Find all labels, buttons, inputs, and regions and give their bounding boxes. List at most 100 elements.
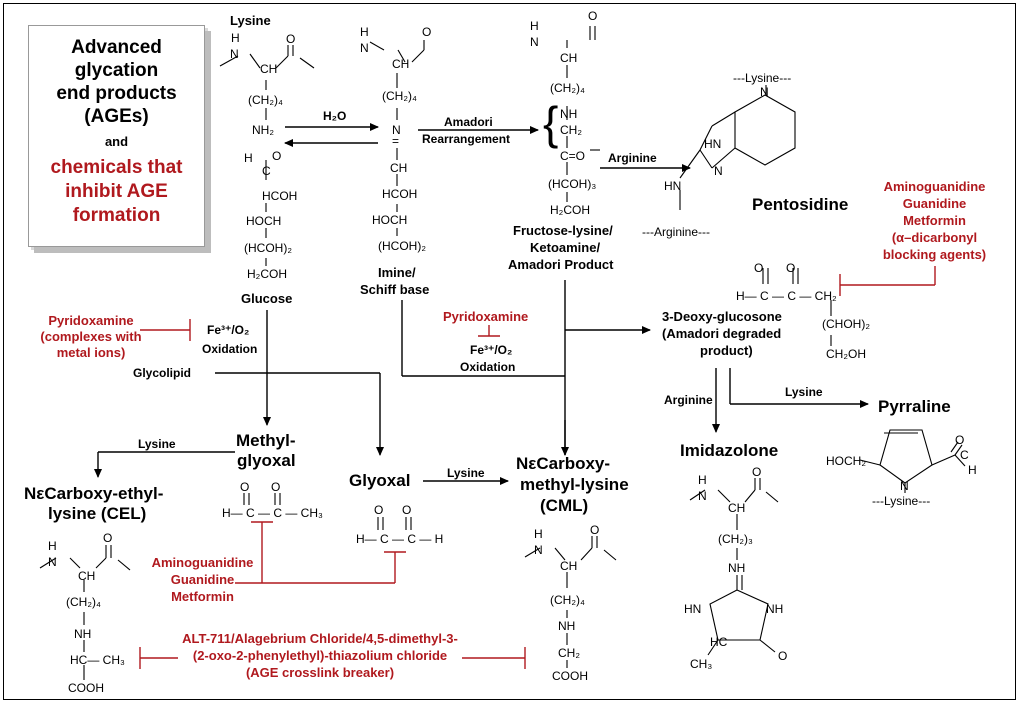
atom: CH xyxy=(560,559,578,573)
title-line-red: inhibit AGE xyxy=(65,181,168,202)
atom: H₂COH xyxy=(550,203,590,217)
alt711-label-2: (2-oxo-2-phenylethyl)-thiazolium chlorid… xyxy=(192,648,448,663)
atom: ---Arginine--- xyxy=(642,225,711,239)
atom: COOH xyxy=(68,681,104,695)
cel-label: NεCarboxy-ethyl- xyxy=(24,484,164,503)
atom: O xyxy=(786,261,796,275)
atom: (CHOH)₂ xyxy=(822,317,870,331)
atom: N xyxy=(900,479,909,493)
atom: HCOH xyxy=(382,187,418,201)
schiff-base-label: Schiff base xyxy=(360,282,430,297)
atom: CH xyxy=(728,501,746,515)
atom: (CH₂)₄ xyxy=(248,93,283,107)
lysine-reagent-label: Lysine xyxy=(785,385,823,399)
arginine-label: Arginine xyxy=(664,393,713,407)
atom: NH xyxy=(728,561,746,575)
pyridoxamine-note-2: metal ions) xyxy=(56,345,126,360)
atom: (CH₂)₄ xyxy=(382,89,417,103)
guanidine-label: Guanidine xyxy=(170,572,235,587)
cml-label-2: methyl-lysine xyxy=(520,475,629,494)
atom: NH xyxy=(558,619,576,633)
atom: HOCH xyxy=(372,213,408,227)
atom: (HCOH)₃ xyxy=(548,177,597,191)
atom: (CH₂)₄ xyxy=(66,595,101,609)
atom: (CH₂)₃ xyxy=(718,532,753,546)
atom: O xyxy=(590,523,600,537)
methylglyoxal-label: Methyl- xyxy=(236,431,296,450)
fe-o2-label: Fe³⁺/O₂ xyxy=(470,343,513,357)
lysine-label: Lysine xyxy=(230,13,271,28)
fe-o2-label: Fe³⁺/O₂ xyxy=(207,323,250,337)
atom: N xyxy=(230,47,239,61)
cml-label-3: (CML) xyxy=(540,496,589,515)
glyoxal-label: Glyoxal xyxy=(349,471,411,490)
atom: ---Lysine--- xyxy=(733,71,792,85)
amadori-product-label: Amadori Product xyxy=(508,257,614,272)
atom: N xyxy=(534,543,543,557)
rearrangement-label: Rearrangement xyxy=(422,132,511,146)
title-line: Advanced xyxy=(71,37,162,58)
alt711-label: ALT-711/Alagebrium Chloride/4,5-dimethyl… xyxy=(182,631,458,646)
atom: NH xyxy=(74,627,92,641)
atom: H xyxy=(534,527,543,541)
lysine-reagent-label: Lysine xyxy=(138,437,176,451)
title-box: Advanced glycation end products (AGEs) a… xyxy=(28,25,205,247)
pentosidine-label: Pentosidine xyxy=(752,195,849,214)
atom: NH xyxy=(766,602,784,616)
atom: CH₂ xyxy=(560,123,582,137)
atom: H xyxy=(968,463,977,477)
atom: N xyxy=(530,35,539,49)
atom: CH₂OH xyxy=(826,347,866,361)
atom: HN xyxy=(664,179,682,193)
atom: CH xyxy=(392,57,410,71)
dicarbonyl-blocking-note-2: blocking agents) xyxy=(882,247,987,262)
atom: H— C — C — CH₃ xyxy=(222,506,323,520)
crosslink-breaker-note: (AGE crosslink breaker) xyxy=(245,665,395,680)
atom: CH xyxy=(78,569,96,583)
pyrraline-label: Pyrraline xyxy=(878,397,951,416)
atom: HN xyxy=(684,602,702,616)
atom: HC— CH₃ xyxy=(70,653,125,667)
atom: NH xyxy=(560,107,578,121)
imidazolone-label: Imidazolone xyxy=(680,441,779,460)
brace: { xyxy=(543,97,559,149)
atom: H xyxy=(530,19,539,33)
atom: O xyxy=(752,465,762,479)
atom: H xyxy=(360,25,369,39)
atom: = xyxy=(392,134,400,148)
atom: O xyxy=(271,480,281,494)
atom: HN xyxy=(704,137,722,151)
atom: CH₃ xyxy=(690,657,713,671)
atom: HOCH₂ xyxy=(826,454,866,468)
dicarbonyl-blocking-note: (α–dicarbonyl xyxy=(891,230,978,245)
metformin-label: Metformin xyxy=(171,589,234,604)
cel-label-2: lysine (CEL) xyxy=(48,504,147,523)
atom: H— C — C — H xyxy=(356,532,444,546)
atom: H xyxy=(698,473,707,487)
lysine-reagent-label: Lysine xyxy=(447,466,485,480)
atom: C=O xyxy=(560,149,586,163)
atom: (HCOH)₂ xyxy=(378,239,426,253)
glucose-label: Glucose xyxy=(241,291,293,306)
atom: CH₂ xyxy=(558,646,580,660)
guanidine-label: Guanidine xyxy=(902,196,967,211)
atom: O xyxy=(754,261,764,275)
fructose-lysine-label: Fructose-lysine/ xyxy=(513,223,613,238)
atom: O xyxy=(778,649,788,663)
atom: O xyxy=(588,9,598,23)
pyridoxamine-label: Pyridoxamine xyxy=(443,309,529,324)
atom: O xyxy=(286,32,296,46)
atom: COOH xyxy=(552,669,588,683)
atom: H xyxy=(244,151,253,165)
metformin-label: Metformin xyxy=(903,213,966,228)
atom: N xyxy=(714,164,723,178)
atom: (CH₂)₄ xyxy=(550,81,585,95)
atom: ---Lysine--- xyxy=(872,494,931,508)
atom: HC xyxy=(710,635,728,649)
title-line-red: chemicals that xyxy=(50,157,183,178)
atom: O xyxy=(272,149,282,163)
atom: O xyxy=(955,433,965,447)
atom: NH₂ xyxy=(252,123,274,137)
imine-label: Imine/ xyxy=(378,265,416,280)
